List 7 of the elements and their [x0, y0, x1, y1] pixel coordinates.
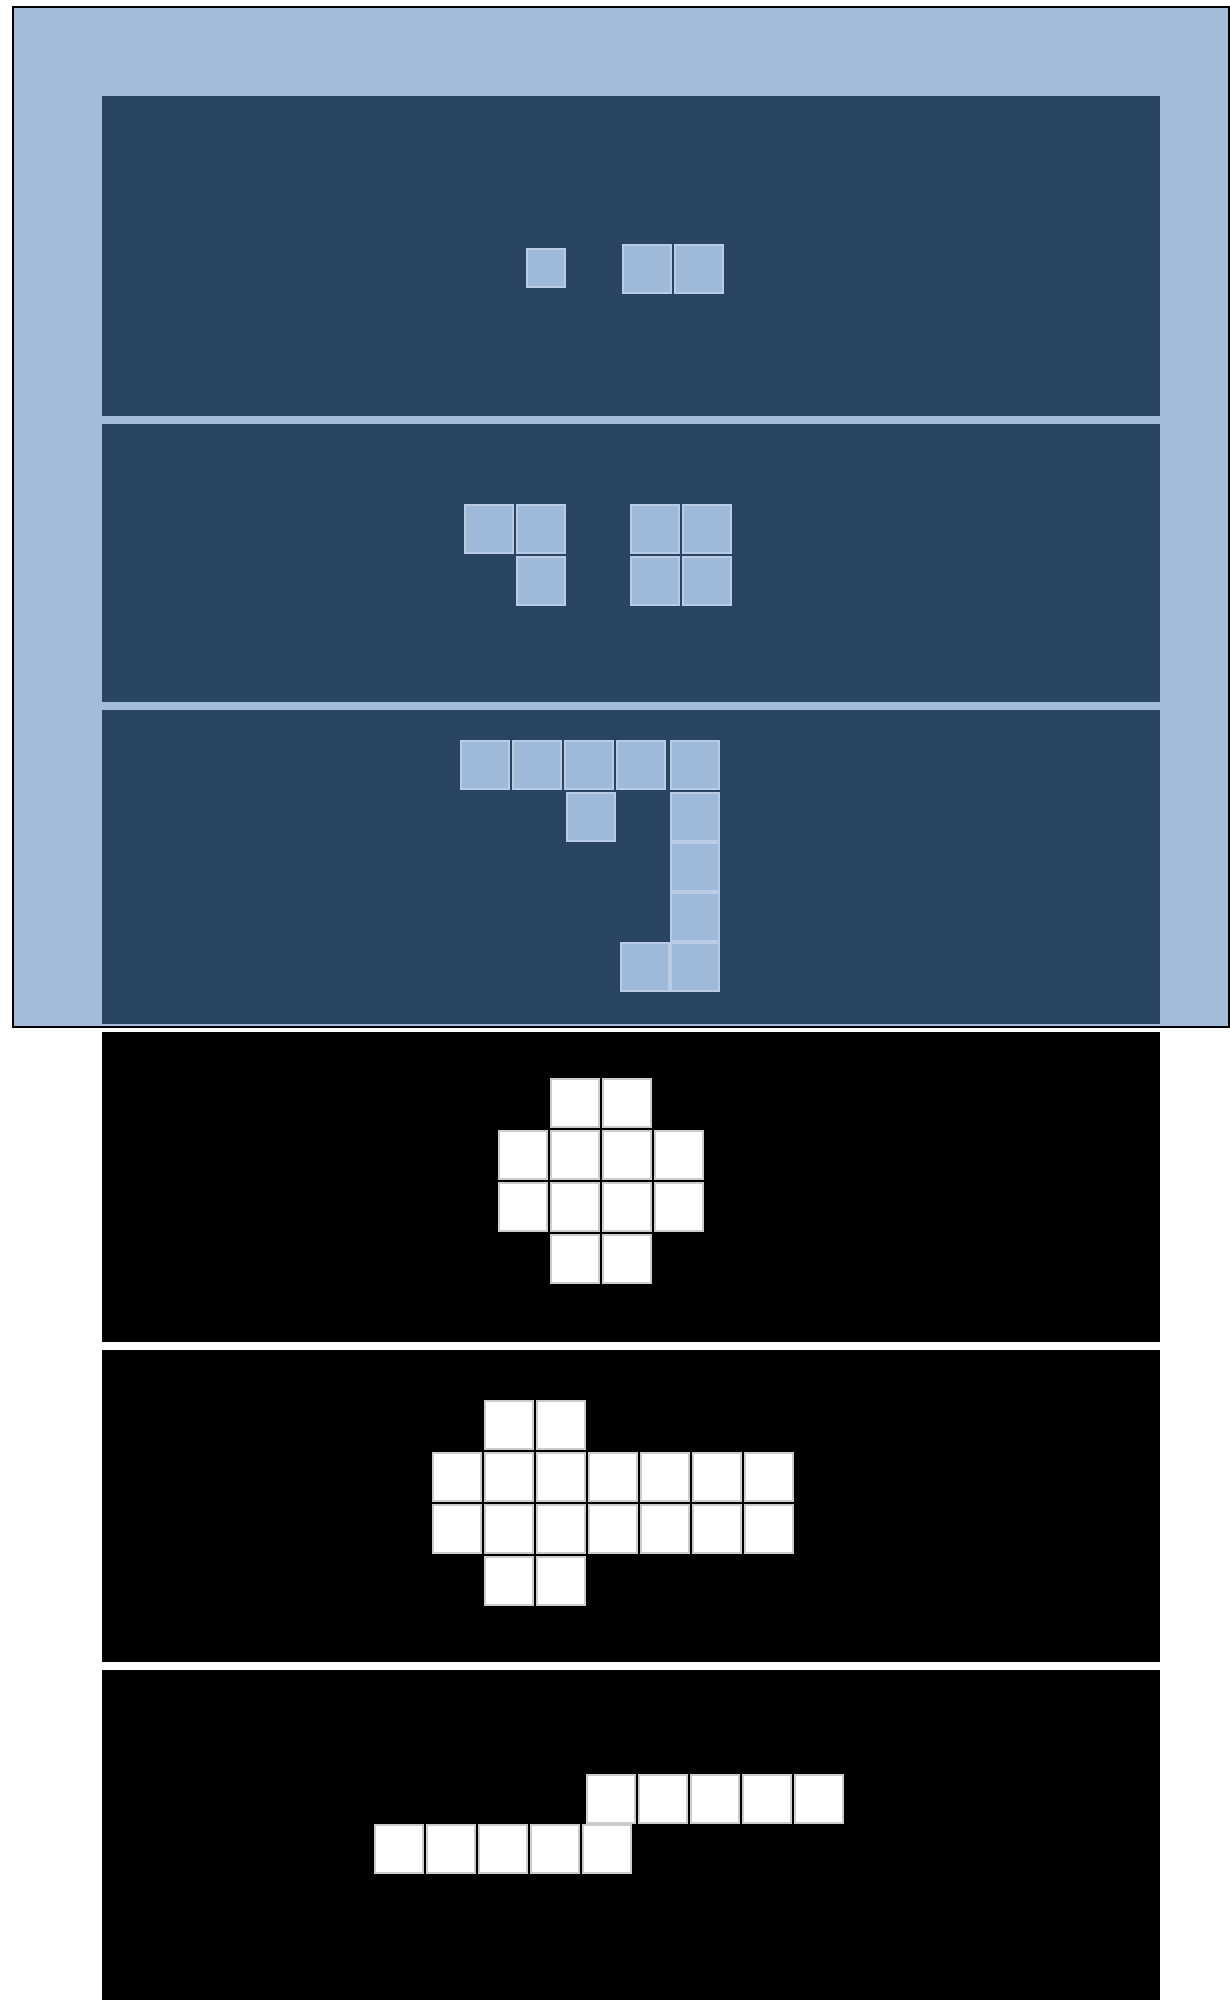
panel	[102, 96, 1160, 416]
panel	[102, 424, 1160, 702]
panel	[102, 1350, 1160, 1662]
panel	[102, 1032, 1160, 1342]
panel	[102, 1670, 1160, 2000]
panel	[102, 710, 1160, 1024]
frame-background	[12, 6, 1230, 1028]
